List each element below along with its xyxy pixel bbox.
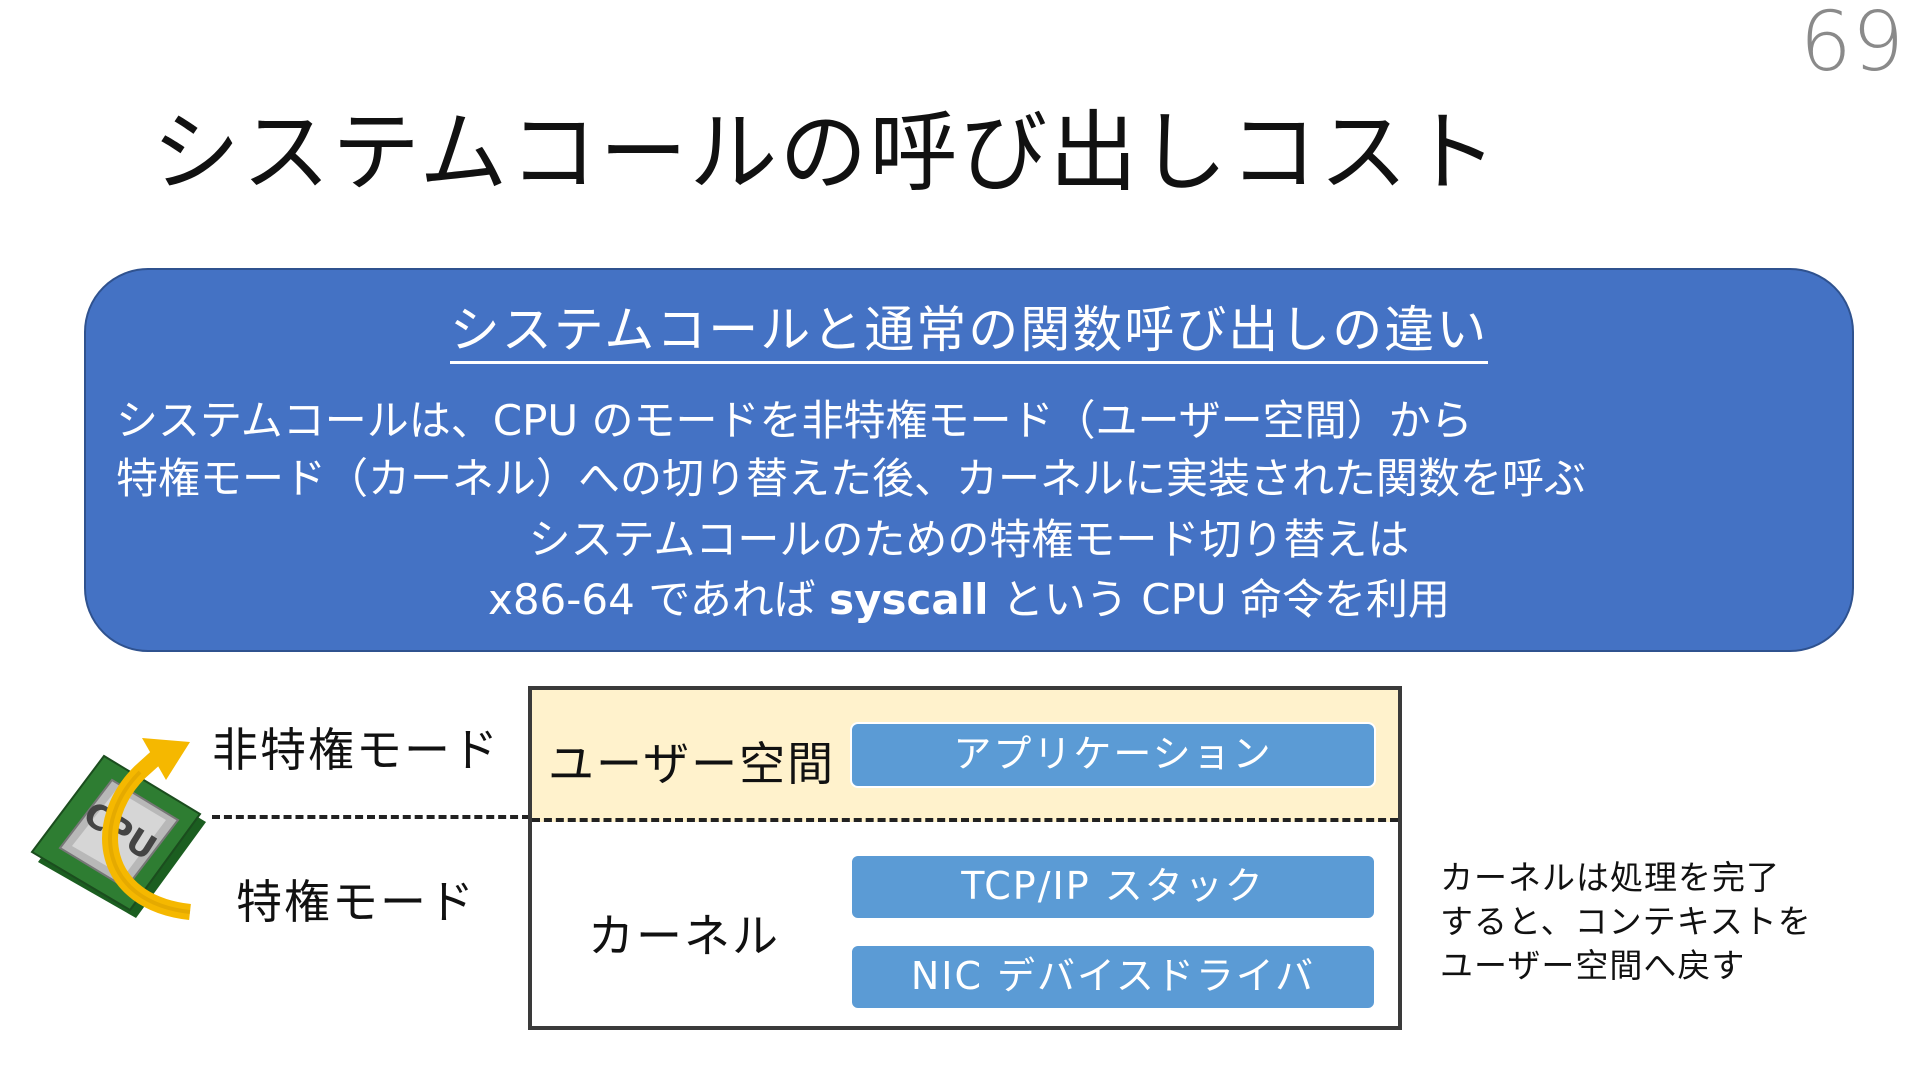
summary-description: システムコールは、CPU のモードを非特権モード（ユーザー空間）から 特権モード… [116, 392, 1822, 508]
user-space-label: ユーザー空間 [548, 737, 836, 791]
summary-heading: システムコールと通常の関数呼び出しの違い [86, 290, 1852, 364]
side-note: カーネルは処理を完了 すると、コンテキストを ユーザー空間へ戻す [1440, 856, 1812, 988]
slide-title: システムコールの呼び出しコスト [152, 101, 1500, 204]
syscall-keyword: syscall [829, 575, 989, 624]
summary-box: システムコールと通常の関数呼び出しの違い システムコールは、CPU のモードを非… [84, 268, 1854, 652]
side-note-line: ユーザー空間へ戻す [1440, 946, 1746, 985]
page-number: 69 [1799, 0, 1904, 90]
mode-boundary-line [212, 815, 530, 819]
nic-driver-layer: NIC デバイスドライバ [850, 944, 1376, 1010]
cpu-board: CPU [30, 754, 206, 918]
summary-note-line: x86-64 であれば syscall という CPU 命令を利用 [86, 570, 1852, 630]
privileged-mode-label: 特権モード [236, 875, 476, 929]
unprivileged-mode-label: 非特権モード [212, 723, 500, 777]
side-note-line: すると、コンテキストを [1440, 902, 1812, 941]
summary-description-line: 特権モード（カーネル）への切り替えた後、カーネルに実装された関数を呼ぶ [116, 454, 1587, 503]
summary-note-suffix: という CPU 命令を利用 [988, 575, 1451, 624]
summary-heading-text: システムコールと通常の関数呼び出しの違い [449, 301, 1489, 364]
curved-arrow-icon [102, 738, 192, 920]
side-note-line: カーネルは処理を完了 [1440, 858, 1780, 897]
summary-note: システムコールのための特権モード切り替えは x86-64 であれば syscal… [86, 510, 1852, 630]
summary-note-line: システムコールのための特権モード切り替えは [528, 515, 1410, 564]
summary-description-line: システムコールは、CPU のモードを非特権モード（ユーザー空間）から [116, 396, 1473, 445]
cpu-chip-icon: CPU [30, 738, 206, 920]
kernel-label: カーネル [588, 909, 780, 963]
tcpip-stack-layer: TCP/IP スタック [850, 854, 1376, 920]
summary-note-prefix: x86-64 であれば [487, 575, 830, 624]
layers-diagram: ユーザー空間 アプリケーション カーネル TCP/IP スタック NIC デバイ… [528, 686, 1402, 1030]
application-layer: アプリケーション [850, 722, 1376, 788]
